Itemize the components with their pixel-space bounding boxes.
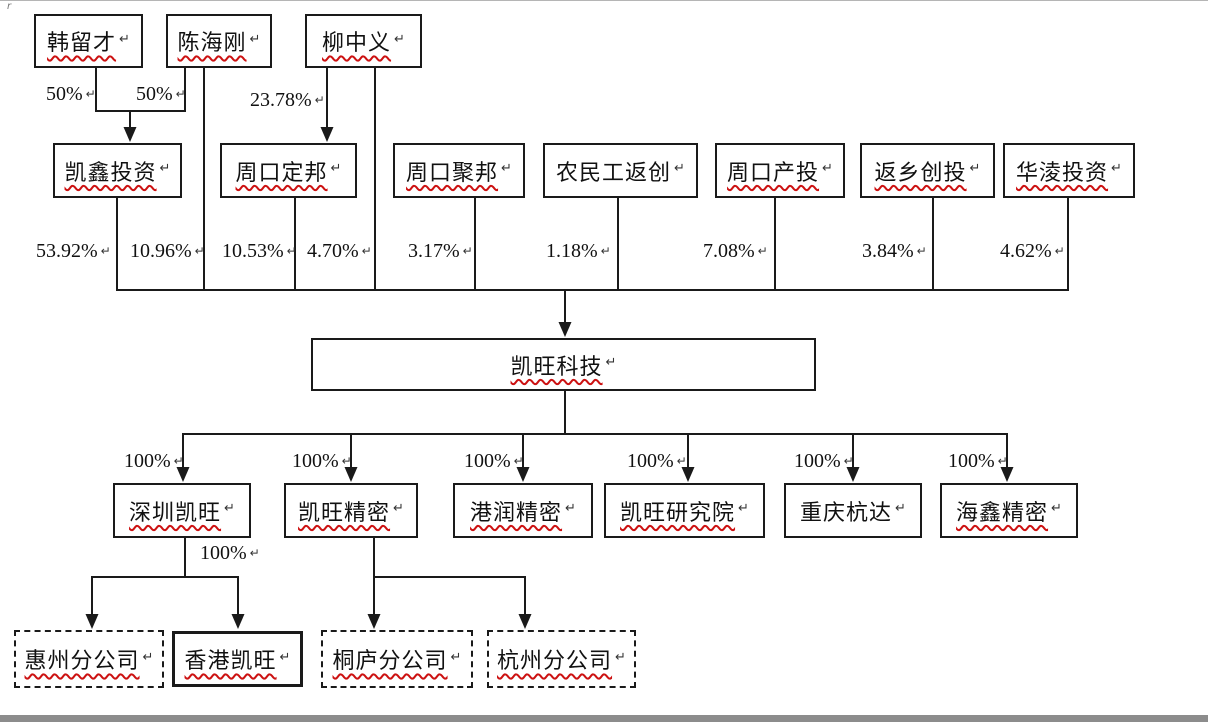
node-kaiwang-technology: 凯旺科技↵ [311, 338, 816, 391]
return-mark: ↵ [916, 244, 927, 258]
percent-chantou: 7.08%↵ [703, 240, 768, 262]
node-zhoukou-dingbang: 周口定邦↵ [220, 143, 357, 198]
return-mark: ↵ [249, 546, 260, 560]
return-mark: ↵ [1111, 161, 1122, 176]
return-mark: ↵ [600, 244, 611, 258]
bottom-edge-band [0, 715, 1208, 722]
top-edge-line [0, 0, 1208, 1]
percent-fanxiang: 3.84%↵ [862, 240, 927, 262]
return-mark: ↵ [676, 454, 687, 468]
return-mark: ↵ [1054, 244, 1065, 258]
percent-han-to-kaixin: 50%↵ [46, 83, 96, 105]
return-mark: ↵ [173, 454, 184, 468]
node-hangzhou-branch: 杭州分公司↵ [487, 630, 636, 688]
return-mark: ↵ [843, 454, 854, 468]
return-mark: ↵ [997, 454, 1008, 468]
percent-kaixin: 53.92%↵ [36, 240, 111, 262]
percent-liu-direct: 4.70%↵ [307, 240, 372, 262]
percent-research-institute: 100%↵ [627, 450, 687, 472]
return-mark: ↵ [159, 161, 171, 176]
return-mark: ↵ [822, 161, 833, 176]
return-mark: ↵ [279, 649, 291, 665]
node-fanxiang-venture: 返乡创投↵ [860, 143, 995, 198]
percent-liu-to-dingbang: 23.78%↵ [250, 89, 325, 111]
arrowheads [85, 127, 1014, 629]
node-liu-zhongyi: 柳中义↵ [305, 14, 422, 68]
node-kaiwang-research-institute: 凯旺研究院↵ [604, 483, 765, 538]
node-haixin-precision: 海鑫精密↵ [940, 483, 1078, 538]
return-mark: ↵ [605, 355, 617, 370]
node-hongkong-kaiwang: 香港凯旺↵ [172, 631, 303, 687]
node-chen-haigang: 陈海刚↵ [166, 14, 272, 68]
node-huizhou-branch: 惠州分公司↵ [14, 630, 164, 688]
percent-haixin-precision: 100%↵ [948, 450, 1008, 472]
node-tonglu-branch: 桐庐分公司↵ [321, 630, 473, 688]
return-mark: ↵ [394, 31, 405, 47]
percent-jubang: 3.17%↵ [408, 240, 473, 262]
return-mark: ↵ [286, 244, 297, 258]
return-mark: ↵ [341, 454, 352, 468]
node-migrant-worker-fund: 农民工返创↵ [543, 143, 698, 198]
corner-artifact-mark: r [7, 1, 12, 12]
percent-gangrun-precision: 100%↵ [464, 450, 524, 472]
percent-hualing: 4.62%↵ [1000, 240, 1065, 262]
return-mark: ↵ [361, 244, 372, 258]
node-zhoukou-chantou: 周口产投↵ [715, 143, 845, 198]
percent-kaiwang-precision: 100%↵ [292, 450, 352, 472]
return-mark: ↵ [895, 501, 906, 516]
return-mark: ↵ [175, 87, 186, 101]
percent-migrant-fund: 1.18%↵ [546, 240, 611, 262]
return-mark: ↵ [462, 244, 473, 258]
node-chongqing-hangda: 重庆杭达↵ [784, 483, 922, 538]
percent-shenzhen-branches: 100%↵ [200, 542, 260, 564]
percent-shenzhen-kaiwang: 100%↵ [124, 450, 184, 472]
node-zhoukou-jubang: 周口聚邦↵ [393, 143, 525, 198]
return-mark: ↵ [314, 93, 325, 107]
return-mark: ↵ [142, 649, 154, 665]
return-mark: ↵ [565, 501, 576, 516]
return-mark: ↵ [757, 244, 768, 258]
return-mark: ↵ [194, 244, 205, 258]
return-mark: ↵ [450, 649, 462, 665]
return-mark: ↵ [513, 454, 524, 468]
percent-chen-direct: 10.96%↵ [130, 240, 205, 262]
return-mark: ↵ [1051, 501, 1062, 516]
return-mark: ↵ [738, 501, 749, 516]
return-mark: ↵ [330, 161, 342, 176]
percent-chongqing-hangda: 100%↵ [794, 450, 854, 472]
return-mark: ↵ [85, 87, 96, 101]
node-kaiwang-precision: 凯旺精密↵ [284, 483, 418, 538]
percent-chen-to-kaixin: 50%↵ [136, 83, 186, 105]
return-mark: ↵ [249, 31, 261, 47]
node-kaixin-investment: 凯鑫投资↵ [53, 143, 182, 198]
connector-lines [91, 68, 1069, 619]
return-mark: ↵ [501, 161, 512, 176]
percent-dingbang: 10.53%↵ [222, 240, 297, 262]
return-mark: ↵ [224, 501, 235, 516]
node-gangrun-precision: 港润精密↵ [453, 483, 593, 538]
return-mark: ↵ [393, 501, 404, 516]
return-mark: ↵ [969, 161, 981, 176]
node-han-liucai: 韩留才↵ [34, 14, 143, 68]
node-shenzhen-kaiwang: 深圳凯旺↵ [113, 483, 251, 538]
return-mark: ↵ [119, 31, 130, 47]
return-mark: ↵ [100, 244, 111, 258]
node-hualing-investment: 华淩投资↵ [1003, 143, 1135, 198]
return-mark: ↵ [615, 649, 626, 665]
return-mark: ↵ [674, 161, 685, 176]
